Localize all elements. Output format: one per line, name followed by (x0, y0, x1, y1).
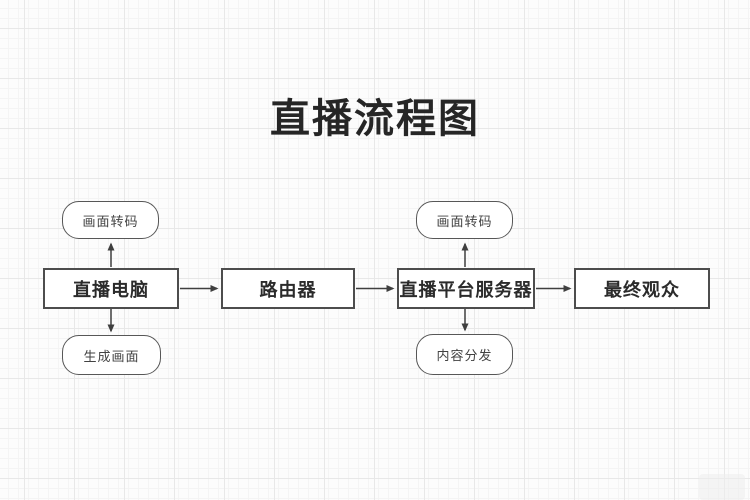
node-platform-server[interactable]: 直播平台服务器 (397, 268, 535, 309)
node-live-computer-label: 直播电脑 (73, 279, 149, 300)
node-encode-right[interactable]: 画面转码 (416, 201, 513, 239)
page-title: 直播流程图 (270, 97, 480, 141)
node-encode-left[interactable]: 画面转码 (62, 201, 159, 239)
node-final-audience[interactable]: 最终观众 (574, 268, 710, 309)
node-platform-server-label: 直播平台服务器 (399, 279, 533, 300)
node-final-audience-label: 最终观众 (604, 279, 680, 300)
node-router[interactable]: 路由器 (221, 268, 355, 309)
node-generate-frame-label: 生成画面 (83, 348, 140, 364)
node-encode-left-label: 画面转码 (82, 213, 139, 229)
watermark-logo (699, 474, 745, 500)
node-content-distribution-label: 内容分发 (436, 348, 493, 363)
node-content-distribution[interactable]: 内容分发 (416, 334, 513, 375)
node-live-computer[interactable]: 直播电脑 (43, 268, 179, 309)
node-router-label: 路由器 (259, 279, 317, 300)
node-generate-frame[interactable]: 生成画面 (62, 335, 161, 375)
node-encode-right-label: 画面转码 (436, 213, 493, 229)
